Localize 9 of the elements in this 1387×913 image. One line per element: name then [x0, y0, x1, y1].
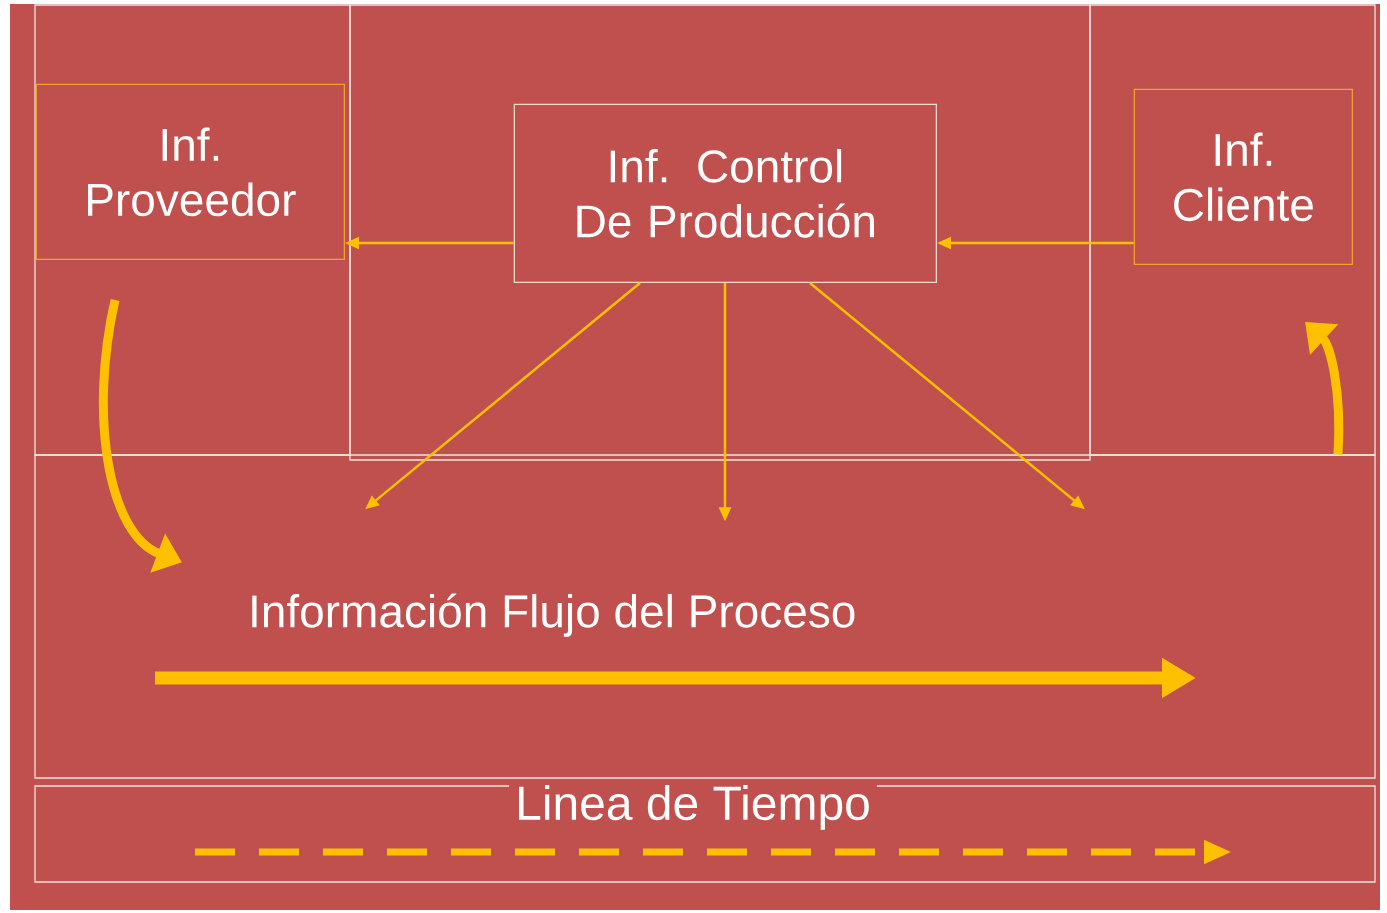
process-panel: Información Flujo del Proceso: [34, 454, 1376, 779]
info-box: Inf. Cliente: [1133, 88, 1353, 265]
info-box: Inf. Control De Producción: [513, 103, 937, 283]
info-box: Inf. Proveedor: [35, 83, 345, 260]
arrow: [1305, 322, 1344, 455]
region-panel: [349, 4, 1091, 461]
region-panel: [1089, 4, 1376, 456]
region-panel: [34, 4, 351, 456]
timeline-panel: Linea de Tiempo: [34, 778, 1376, 883]
